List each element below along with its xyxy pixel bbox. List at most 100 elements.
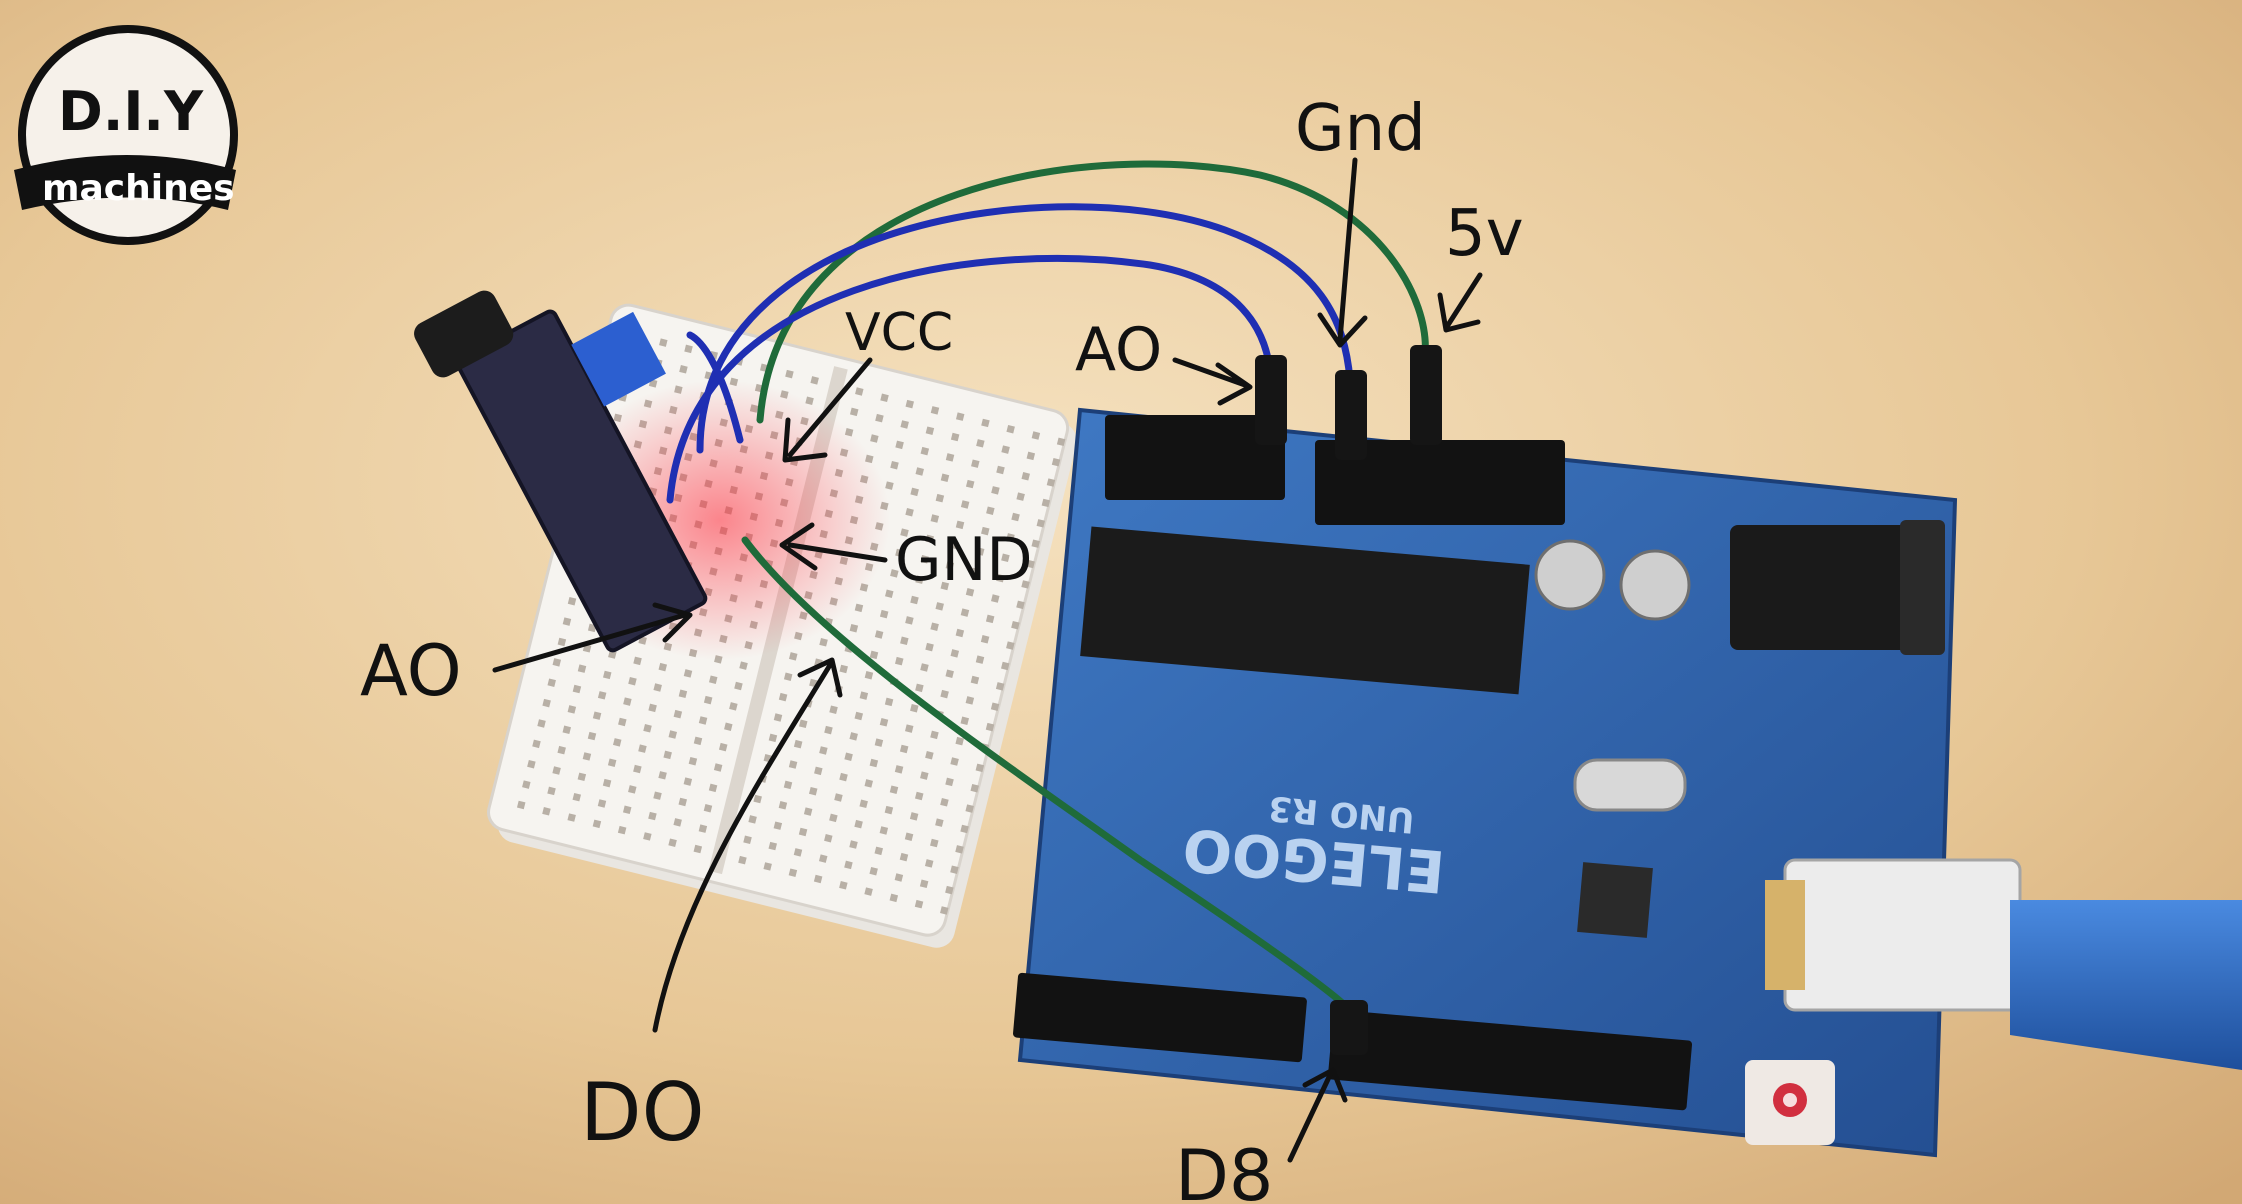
- breadboard-hole: [739, 661, 748, 670]
- microcontroller-chip: [1080, 526, 1530, 695]
- annotation-arrows: [492, 157, 1483, 1163]
- breadboard-hole: [920, 771, 929, 780]
- breadboard-hole: [537, 719, 546, 728]
- breadboard-hole: [1006, 424, 1015, 434]
- breadboard-hole: [925, 534, 934, 544]
- breadboard-hole: [698, 824, 708, 833]
- breadboard-hole: [542, 698, 551, 708]
- breadboard-hole: [981, 526, 990, 536]
- breadboard-hole: [869, 758, 879, 768]
- breadboard-hole: [945, 885, 954, 895]
- breadboard-hole: [793, 848, 803, 857]
- breadboard-hole: [864, 671, 874, 680]
- breadboard-hole: [924, 859, 934, 868]
- breadboard-hole: [557, 637, 567, 647]
- breadboard-hole: [925, 426, 935, 435]
- breadboard-hole: [653, 791, 662, 800]
- breadboard-hole: [955, 845, 964, 854]
- breadboard-hole: [734, 681, 743, 691]
- breadboard-hole: [643, 724, 652, 733]
- breadboard-hole: [516, 800, 526, 810]
- breadboard-hole: [788, 868, 798, 877]
- breadboard-hole: [668, 838, 677, 847]
- breadboard-hole: [930, 622, 939, 631]
- breadboard-hole: [940, 689, 949, 699]
- breadboard-hole: [648, 703, 657, 713]
- reset-button: [1745, 1060, 1835, 1145]
- label-gnd-mid: GND: [895, 525, 1033, 595]
- breadboard-hole: [864, 887, 873, 896]
- breadboard-hole: [976, 439, 985, 448]
- breadboard-hole: [864, 779, 874, 788]
- breadboard-hole: [930, 514, 940, 523]
- breadboard-hole: [673, 709, 683, 719]
- breadboard-hole: [839, 881, 848, 890]
- breadboard-hole: [1031, 431, 1041, 440]
- jumper-wires: [666, 160, 1429, 1014]
- breadboard-hole: [567, 813, 576, 822]
- breadboard-hole: [547, 786, 556, 796]
- arduino-board: ELEGOO UNO R3: [1013, 407, 1958, 1158]
- breadboard-hole: [991, 594, 1000, 603]
- breadboard-hole: [708, 783, 718, 793]
- breadboard-hole: [960, 608, 970, 617]
- breadboard-hole: [849, 623, 859, 633]
- breadboard-hole: [577, 664, 587, 673]
- breadboard-hole: [778, 801, 788, 810]
- breadboard-hole: [970, 567, 980, 577]
- breadboard-hole: [965, 696, 975, 705]
- breadboard-hole: [940, 798, 949, 807]
- breadboard-hole: [834, 793, 843, 802]
- breadboard-hole: [955, 628, 965, 638]
- wire-plug-d8: [1330, 1000, 1368, 1055]
- breadboard-hole: [572, 792, 582, 802]
- breadboard-hole: [810, 376, 819, 385]
- breadboard-hole: [684, 344, 693, 354]
- breadboard-hole: [985, 614, 995, 624]
- breadboard-hole: [824, 725, 833, 735]
- breadboard-hole: [785, 369, 794, 379]
- breadboard-hole: [1000, 661, 1010, 671]
- breadboard-hole: [532, 739, 541, 749]
- breadboard-hole: [633, 764, 642, 774]
- breadboard-hole: [1026, 451, 1036, 461]
- breadboard-hole: [773, 713, 783, 722]
- breadboard-hole: [935, 818, 944, 827]
- breadboard-hole: [607, 758, 617, 767]
- breadboard-hole: [729, 702, 738, 711]
- breadboard-hole: [724, 722, 733, 732]
- breadboard-hole: [900, 420, 909, 429]
- breadboard-hole: [895, 440, 904, 450]
- green-wire-5v: [756, 160, 1429, 424]
- breadboard-hole: [818, 854, 828, 863]
- breadboard-hole: [965, 479, 975, 489]
- logo-line1: D.I.Y: [58, 80, 204, 143]
- breadboard-hole: [920, 663, 929, 672]
- breadboard-hole: [577, 772, 587, 782]
- blue-wire-ao: [666, 255, 1274, 504]
- breadboard-hole: [663, 750, 672, 760]
- breadboard-hole: [718, 742, 728, 752]
- breadboard-hole: [1016, 492, 1025, 501]
- breadboard-hole: [552, 658, 562, 667]
- breadboard-hole: [783, 780, 793, 790]
- wire-plug-5v: [1410, 345, 1442, 445]
- digital-header-bottom: [1013, 972, 1693, 1111]
- breadboard-hole: [940, 473, 950, 483]
- breadboard-hole: [1031, 539, 1040, 548]
- breadboard-hole: [1006, 641, 1015, 650]
- breadboard-hole: [668, 730, 678, 739]
- breadboard-hole: [1011, 620, 1020, 630]
- breadboard-hole: [839, 664, 848, 674]
- breadboard-hole: [522, 780, 531, 789]
- breadboard-hole: [1021, 472, 1030, 481]
- breadboard-hole: [960, 716, 970, 726]
- breadboard-hole: [900, 636, 909, 646]
- breadboard-hole: [884, 697, 894, 707]
- breadboard-hole: [1016, 600, 1025, 610]
- breadboard-hole: [849, 840, 858, 849]
- breadboard-hole: [880, 393, 889, 403]
- breadboard-hole: [1021, 580, 1030, 589]
- breadboard-hole: [874, 846, 883, 856]
